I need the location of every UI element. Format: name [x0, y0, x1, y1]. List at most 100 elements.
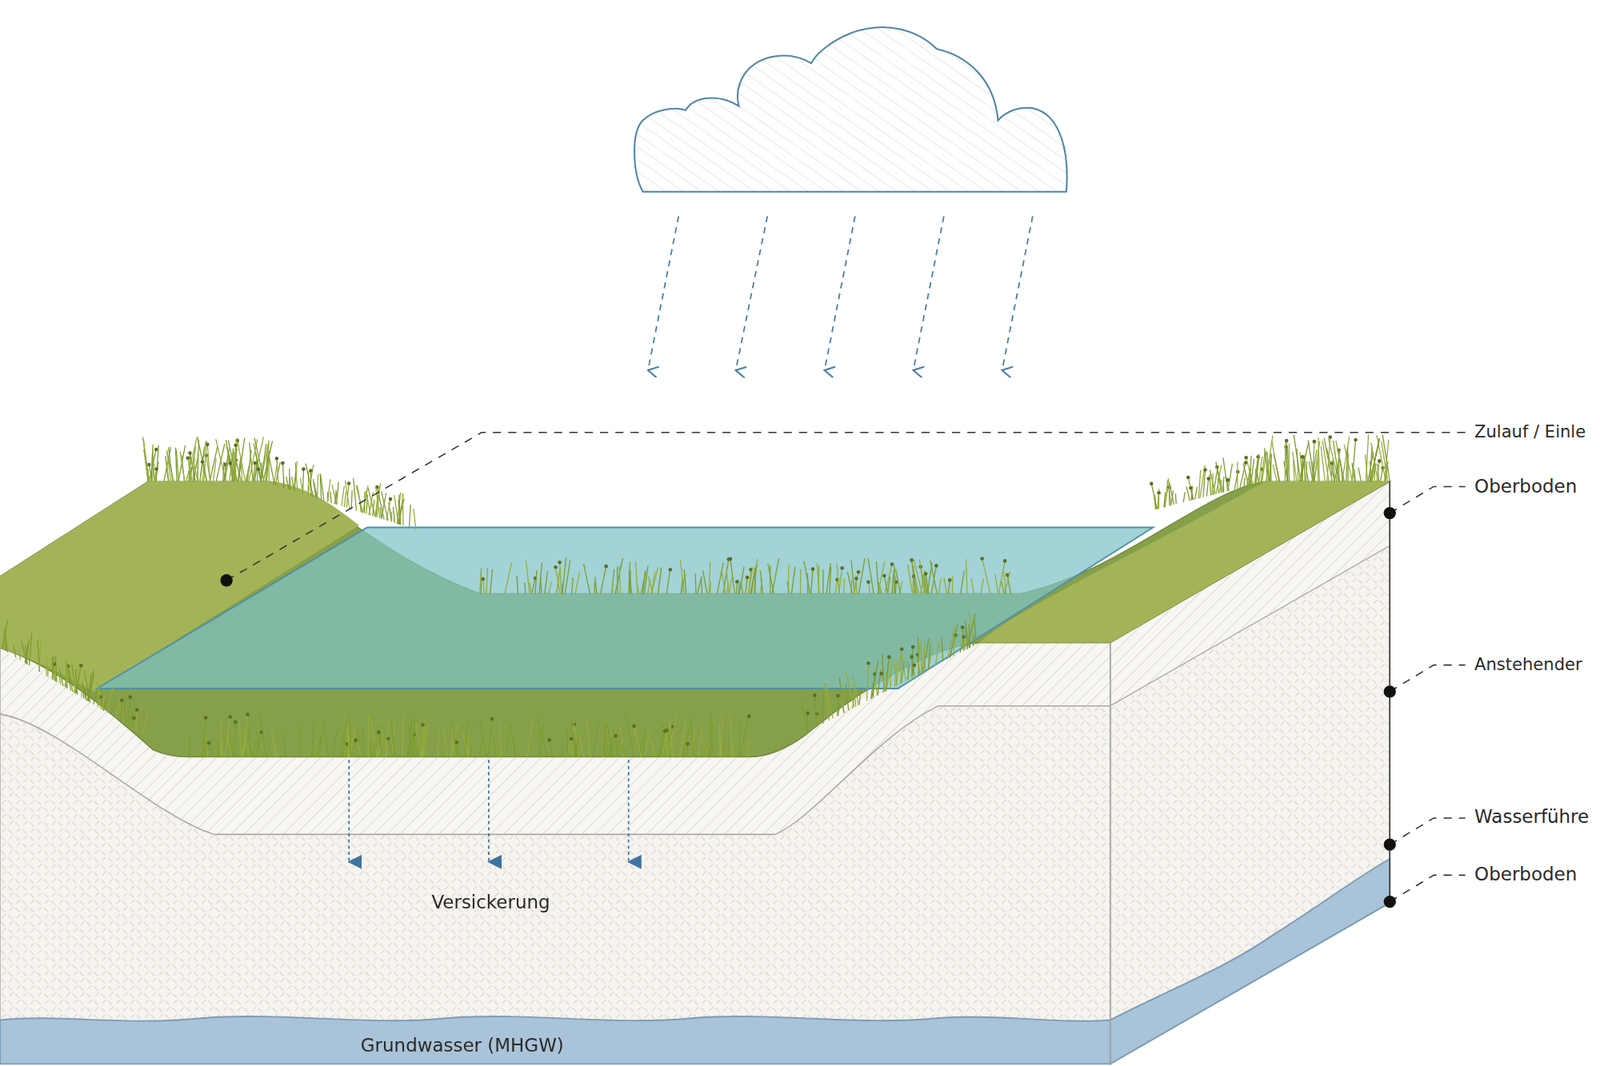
grass-blade: [971, 578, 974, 594]
grass-blade: [901, 661, 905, 684]
grass-blade: [804, 561, 811, 595]
grass-blade: [343, 719, 347, 757]
grass-blade: [1183, 492, 1185, 503]
grass-blade: [252, 741, 257, 758]
grass-blade: [730, 715, 733, 757]
grass-blade: [299, 726, 301, 758]
grass-blade: [402, 714, 404, 757]
grass-blade: [416, 723, 423, 757]
grass-seed: [632, 724, 636, 729]
grass-seed: [1149, 481, 1154, 486]
grass-blade: [1305, 461, 1307, 482]
grass-blade: [1369, 461, 1373, 482]
grass-blade: [265, 446, 268, 482]
grass-seed: [188, 451, 192, 456]
grass-blade: [680, 560, 684, 594]
grass-seed: [866, 580, 871, 584]
grass-blade: [388, 739, 392, 758]
grass-blade: [490, 569, 493, 594]
grass-blade: [739, 567, 744, 595]
grass-blade: [816, 563, 820, 594]
grass-seed: [664, 728, 669, 733]
grass-blade: [584, 564, 591, 594]
grass-blade: [238, 438, 245, 482]
grass-blade: [666, 730, 668, 757]
grass-seed: [256, 467, 261, 472]
grass-blade: [1212, 473, 1213, 496]
grass-blade: [1260, 451, 1265, 483]
grass-blade: [697, 580, 701, 594]
grass-blade: [525, 560, 530, 594]
grass-blade: [197, 440, 200, 483]
grass-blade: [243, 731, 246, 758]
grass-blade: [258, 469, 261, 482]
grass-blade: [188, 736, 191, 758]
grass-blade: [368, 488, 376, 517]
grass-blade: [240, 459, 242, 482]
grass-blade: [272, 736, 277, 757]
grass-blade: [1158, 492, 1160, 509]
grass-blade: [912, 665, 915, 679]
grass-blade: [1314, 461, 1318, 482]
callout-label: Oberboden: [1471, 863, 1580, 886]
grass-blade: [1255, 454, 1259, 485]
grass-blade: [443, 727, 448, 757]
grass-blade: [720, 716, 724, 758]
grass-blade: [1206, 478, 1208, 496]
grass-blade: [539, 562, 543, 594]
grass-blade: [980, 579, 984, 594]
grass-blade: [622, 744, 626, 758]
grass-blade: [633, 726, 641, 758]
grass-blade: [1320, 446, 1325, 482]
grass-blade: [723, 744, 725, 758]
grass-blade: [878, 582, 881, 594]
grass-blade: [504, 562, 512, 594]
grass-blade: [925, 573, 929, 594]
grass-blade: [320, 475, 324, 501]
grass-blade: [54, 664, 56, 683]
grass-seed: [301, 467, 306, 472]
grass-blade: [300, 478, 304, 495]
grass-seed: [128, 695, 132, 700]
grass-blade: [1001, 581, 1005, 594]
grass-blade: [316, 736, 321, 757]
grass-blade: [879, 583, 880, 594]
grass-blade: [1301, 462, 1304, 482]
grass-blade: [73, 678, 76, 694]
grass-blade: [1336, 440, 1344, 482]
grass-blade: [648, 576, 653, 595]
grass-blade: [967, 613, 976, 649]
grass-blade: [658, 568, 662, 595]
swale-surface: [0, 481, 1390, 757]
grass-blade: [413, 508, 416, 530]
grass-seed: [909, 558, 914, 563]
grass-blade: [961, 637, 964, 651]
grass-blade: [935, 642, 940, 666]
grass-blade: [93, 691, 97, 705]
grass-seed: [205, 443, 210, 448]
grass-blade: [1272, 464, 1277, 482]
grass-blade: [923, 639, 929, 672]
grass-seed: [233, 720, 238, 725]
grass-blade: [960, 571, 964, 595]
grass-blade: [1301, 456, 1304, 482]
grass-blade: [748, 738, 749, 757]
grass-blade: [1168, 478, 1171, 506]
grass-blade: [1331, 463, 1332, 482]
grass-seed: [1188, 486, 1193, 491]
grass-blade: [1313, 441, 1320, 482]
side-groundwater: [1110, 859, 1390, 1064]
grass-blade: [964, 620, 970, 648]
grass-seed: [132, 716, 136, 721]
grass-blade: [931, 565, 936, 594]
grass-seed: [386, 736, 391, 741]
grass-seed: [553, 565, 558, 570]
grass-blade: [124, 694, 126, 724]
grass-blade: [1236, 461, 1238, 489]
grass-blade: [1272, 440, 1280, 482]
grass-blade: [919, 560, 925, 595]
grass-seed: [890, 562, 895, 567]
grass-blade: [537, 716, 548, 758]
grass-blade: [881, 673, 886, 692]
grass-blade: [330, 492, 332, 504]
